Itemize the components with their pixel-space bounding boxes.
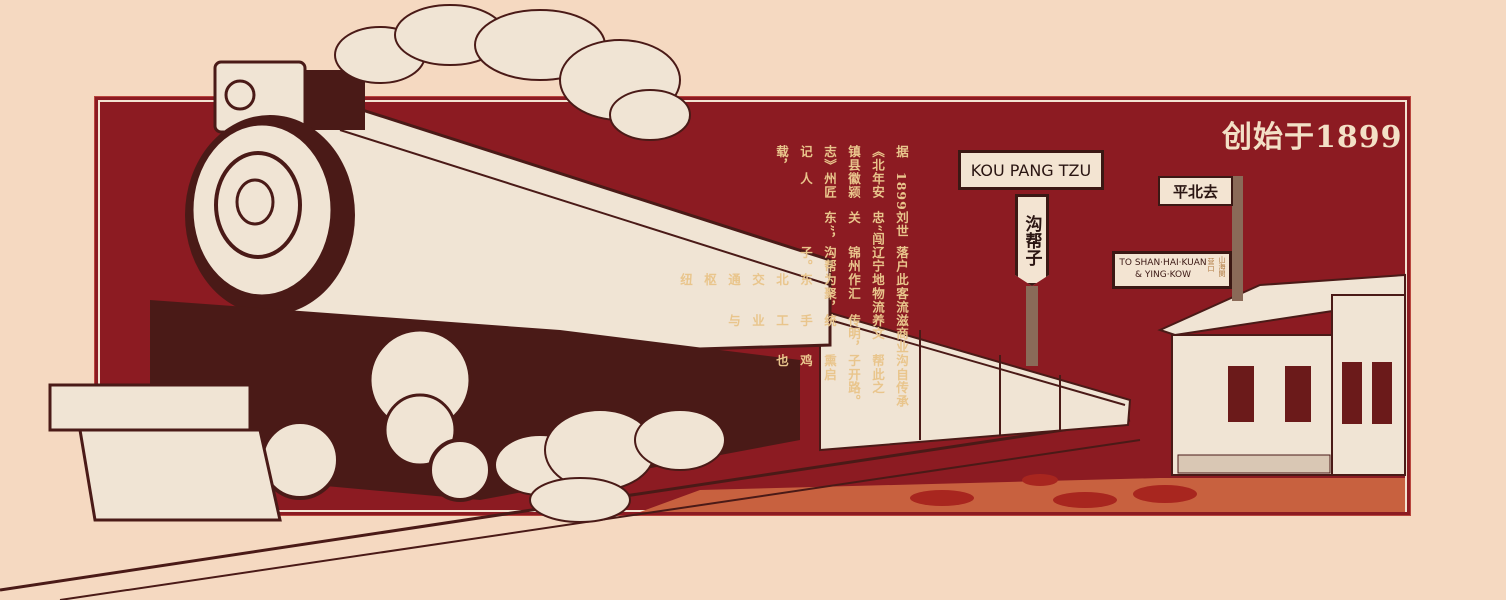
carriages [819, 308, 1132, 452]
destination-sign: TO SHAN·HAI·KUAN & YING·KOW 山海関 营口 [1112, 251, 1232, 289]
story-column: 沟帮子熏鸡也 [774, 354, 909, 368]
story-column: 商业文明， [846, 327, 909, 354]
sign-post [1026, 286, 1038, 366]
direction-sign: 平北去 [1158, 176, 1233, 206]
founded-title: 创始于1899 [1222, 120, 1403, 155]
sign-post [1232, 176, 1243, 301]
story-column: 落户辽宁锦州沟帮子。 [798, 246, 909, 273]
destination-line-1: TO SHAN·HAI·KUAN [1119, 258, 1207, 268]
story-text: 据《北镇县志》记载， 1899年安徽颍州匠人 刘世忠“闯关东”， 落户辽宁锦州沟… [673, 145, 913, 408]
destination-chinese-1: 山海関 [1218, 256, 1226, 277]
platform [640, 478, 1405, 512]
station-sign-english: KOU PANG TZU [958, 150, 1104, 190]
platform-spot [1022, 474, 1058, 486]
destination-english: TO SHAN·HAI·KUAN & YING·KOW [1119, 257, 1207, 281]
story-column: 刘世忠“闯关东”， [822, 210, 909, 246]
locomotive [48, 60, 832, 522]
story-column: 此地作为东北交通枢纽 [678, 273, 909, 287]
destination-line-2: & YING·KOW [1135, 270, 1191, 280]
story-column: 1899年安徽颍州匠人 [798, 172, 909, 211]
station-building [1157, 273, 1406, 476]
story-column: 传承之路。 [846, 381, 909, 408]
story-column: 客流物流汇聚， [822, 286, 909, 314]
platform-spot [910, 490, 974, 506]
story-column: 滋养传统手工业与 [726, 313, 909, 328]
story-column: 据《北镇县志》记载， [774, 145, 909, 172]
platform-spot [1053, 492, 1117, 508]
station-sign-chinese: 沟帮子 [1015, 194, 1049, 286]
destination-chinese-2: 营口 [1207, 258, 1215, 272]
story-column: 自此开启 [822, 367, 909, 382]
smoke [334, 4, 726, 523]
platform-spot [1133, 485, 1197, 503]
